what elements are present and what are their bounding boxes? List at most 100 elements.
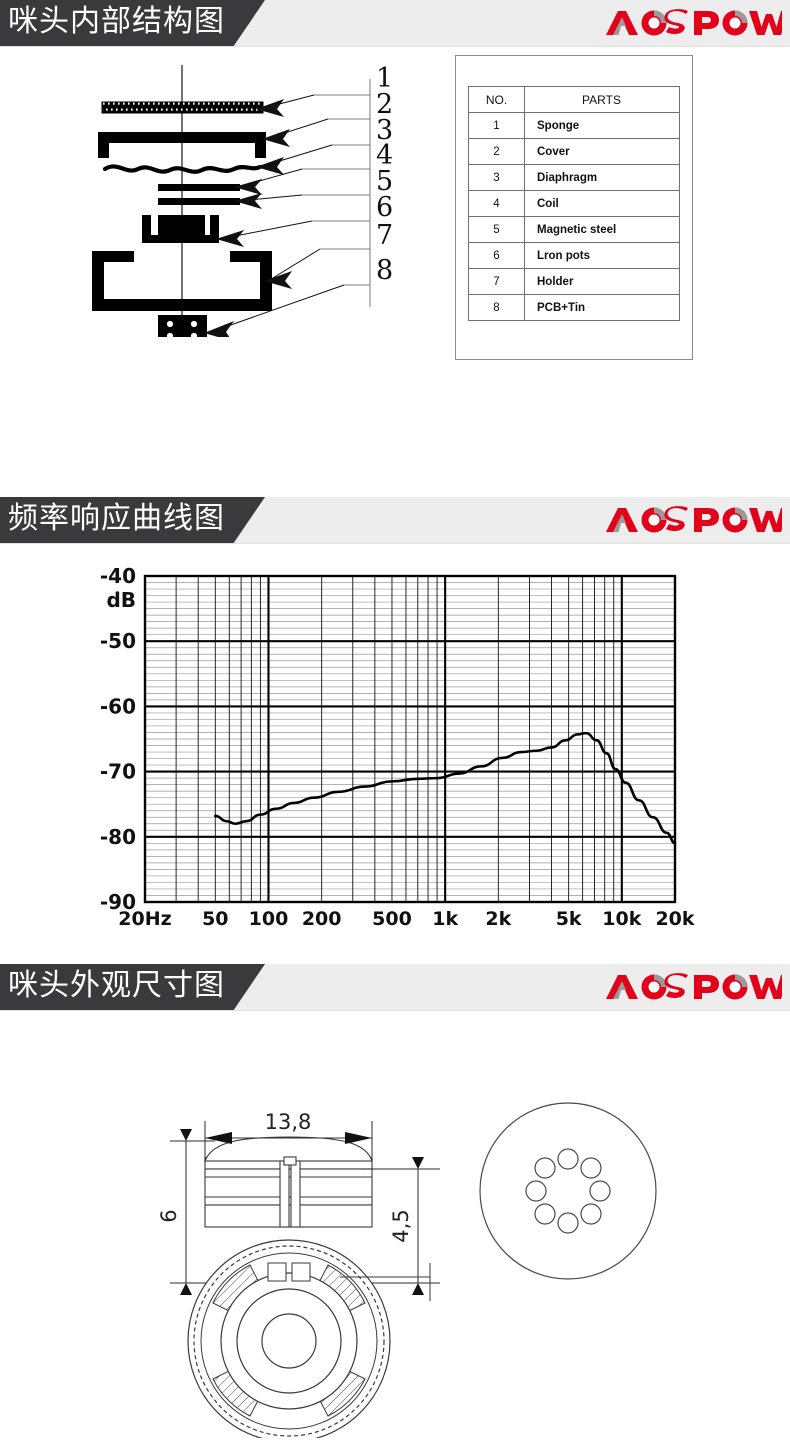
grid-horizontal-minor (145, 582, 675, 896)
callout-number: 7 (376, 220, 393, 251)
section-title: 咪头内部结构图 (8, 4, 225, 39)
logo-letter-o (641, 507, 667, 533)
y-axis-tick-labels: -40 -50 -60 -70 -80 -90 (100, 564, 136, 914)
dimension-drawing: 13,8 6 4,5 (0, 1011, 790, 1438)
section-title-banner: 咪头外观尺寸图 (0, 964, 265, 1011)
table-header-row: NO. PARTS (468, 86, 680, 113)
cell-part: Cover (524, 138, 680, 165)
y-axis-tick-label: -60 (100, 694, 136, 718)
part-4-coil (158, 184, 240, 191)
table-row: 5 Magnetic steel (468, 216, 680, 243)
logo-letter-p (694, 975, 719, 999)
logo-letter-a (606, 11, 638, 35)
cell-part: Lron pots (524, 242, 680, 269)
logo-letter-w (749, 975, 782, 999)
x-axis-tick-label: 5k (556, 908, 582, 930)
callout-number: 4 (376, 140, 393, 171)
top-view-holes-circle (479, 1102, 657, 1280)
section-title-banner: 咪头内部结构图 (0, 0, 265, 47)
table-row: 1 Sponge (468, 112, 680, 139)
logo-letter-a (606, 975, 638, 999)
table-row: 6 Lron pots (468, 242, 680, 269)
table-row: 7 Holder (468, 268, 680, 295)
part-3-diaphragm (102, 164, 263, 174)
y-axis-tick-label: -50 (100, 629, 136, 653)
parts-table: NO. PARTS 1 Sponge 2 Cover 3 Diaphragm (468, 86, 680, 321)
logo-letter-o (641, 974, 667, 1000)
cell-no: 2 (468, 138, 525, 165)
section-header-frequency-response: 频率响应曲线图 (0, 497, 790, 544)
x-axis-tick-label: 1k (432, 908, 458, 930)
callout-number: 1 (376, 63, 393, 94)
top-view-outer-circle (479, 1102, 657, 1280)
part-1-sponge (101, 101, 264, 114)
x-axis-tick-label: 200 (302, 908, 342, 930)
part-8-pcb-tin (158, 315, 207, 345)
logo-letter-w (749, 11, 782, 35)
hole (534, 1203, 556, 1225)
logo-letter-o-2 (722, 974, 748, 1000)
dimension-left-height-label: 6 (157, 1209, 181, 1222)
section-header-exterior-dimensions: 咪头外观尺寸图 (0, 964, 790, 1011)
dimension-width-label: 13,8 (265, 1110, 312, 1134)
cell-part: PCB+Tin (524, 294, 680, 321)
x-axis-tick-label: 10k (602, 908, 641, 930)
part-5-magnetic-steel (158, 198, 240, 205)
hole (534, 1157, 556, 1179)
dimension-right-height-label: 4,5 (389, 1209, 413, 1242)
response-curve (214, 731, 677, 845)
callout-number: 2 (376, 89, 393, 120)
exploded-assembly-diagram: 1 2 3 4 5 6 7 8 (70, 57, 400, 345)
cell-no: 5 (468, 216, 525, 243)
callout-leader-lines (207, 94, 345, 334)
logo-letter-p (694, 11, 719, 35)
hole (525, 1180, 547, 1202)
callout-number: 8 (376, 255, 393, 286)
hole (589, 1180, 611, 1202)
logo-letter-s (664, 973, 688, 999)
column-header-parts: PARTS (524, 86, 680, 113)
bottom-cross-section-view (187, 1239, 431, 1438)
logo-letter-p (694, 508, 719, 532)
section-title-banner: 频率响应曲线图 (0, 497, 265, 544)
table-row: 3 Diaphragm (468, 164, 680, 191)
callout-arrowheads (204, 99, 292, 341)
cell-no: 6 (468, 242, 525, 269)
callout-number: 3 (376, 115, 393, 146)
x-axis-tick-label: 500 (372, 908, 412, 930)
cell-part: Sponge (524, 112, 680, 139)
x-axis-tick-label: 2k (485, 908, 511, 930)
dimension-left-height (170, 1129, 215, 1295)
grid-horizontal-major (145, 574, 675, 904)
logo-letter-o-2 (722, 10, 748, 36)
section-body-exterior-dimensions: 13,8 6 4,5 (0, 1011, 790, 1438)
y-axis-tick-label: -80 (100, 825, 136, 849)
cell-part: Coil (524, 190, 680, 217)
hole (580, 1157, 602, 1179)
x-axis-tick-label: 50 (202, 908, 228, 930)
cell-no: 4 (468, 190, 525, 217)
table-row: 4 Coil (468, 190, 680, 217)
x-axis-tick-label: 20Hz (118, 908, 171, 930)
y-axis-tick-label: -70 (100, 760, 136, 784)
callout-number: 6 (376, 192, 393, 223)
plot-frame (143, 574, 677, 904)
logo-letter-o-2 (722, 507, 748, 533)
logo-letter-w (749, 508, 782, 532)
callout-number: 5 (376, 166, 393, 197)
callout-numbers: 1 2 3 4 5 6 7 8 (376, 63, 393, 286)
dimension-width (204, 1121, 373, 1163)
callout-ladder (302, 79, 371, 307)
cell-no: 8 (468, 294, 525, 321)
section-hub-circle (261, 1313, 317, 1369)
hole (580, 1203, 602, 1225)
y-axis-tick-label: -40 (100, 564, 136, 588)
y-axis-tick-label: -90 (100, 890, 136, 914)
brand-logo (602, 505, 782, 535)
side-section-view (204, 1136, 374, 1228)
section-body-internal-structure: 1 2 3 4 5 6 7 8 NO. PARTS 1 S (0, 47, 790, 497)
table-row: 2 Cover (468, 138, 680, 165)
